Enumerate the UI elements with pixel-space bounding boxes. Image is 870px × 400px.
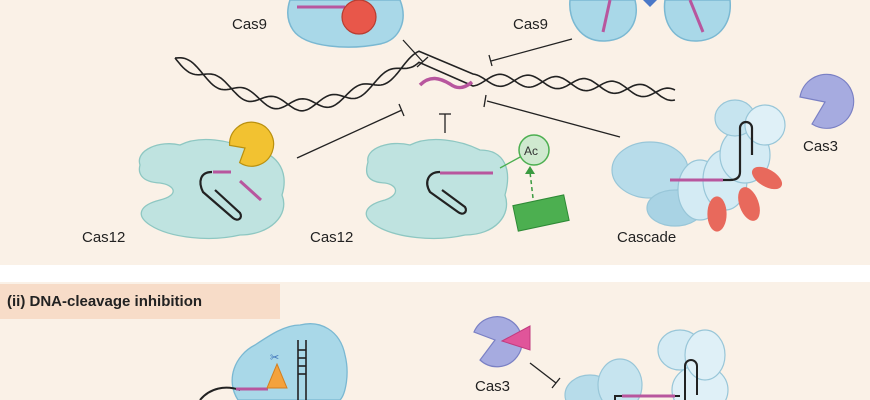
label-cas3-panel-ii: Cas3: [475, 378, 510, 395]
label-cas12-left: Cas12: [82, 229, 125, 246]
cas3-inhibited: [473, 316, 561, 389]
label-acetyl: Ac: [524, 144, 538, 158]
cas9-left-complex: [287, 0, 404, 48]
dimer-inhibitor-icon: [643, 0, 657, 7]
cascade-complex: [611, 99, 786, 232]
cascade-complex-panel-ii: [564, 329, 729, 400]
panel-separator: [0, 265, 870, 282]
inhibitor-yellow-pacman-icon: [229, 121, 275, 167]
panel-ii-title: (ii) DNA-cleavage inhibition: [7, 293, 202, 310]
scissors-icon: ✂: [270, 352, 279, 364]
label-cas3: Cas3: [803, 138, 838, 155]
cas12-left-complex: [138, 121, 285, 240]
label-cascade: Cascade: [617, 229, 676, 246]
inhibition-arrows: [296, 38, 621, 159]
label-cas9-left: Cas9: [232, 16, 267, 33]
label-cas9-right: Cas9: [513, 16, 548, 33]
dna-helix: [174, 50, 676, 112]
acetyltransferase-icon: [512, 194, 570, 232]
dna-target-site: [418, 76, 474, 90]
panel-ii-header: [0, 284, 280, 319]
cas3-pacman-icon: [799, 73, 855, 129]
cas9-right-dimer: [569, 0, 731, 42]
cas9-cleavage-complex: ✂: [199, 323, 348, 400]
label-cas12-middle: Cas12: [310, 229, 353, 246]
cas12-middle-complex: [365, 134, 570, 240]
inhibitor-red-icon: [341, 0, 377, 35]
orange-inhibitor-icon: [266, 362, 288, 389]
acetyl-group-icon: [518, 134, 550, 166]
pink-inhibitor-icon: [500, 325, 531, 351]
